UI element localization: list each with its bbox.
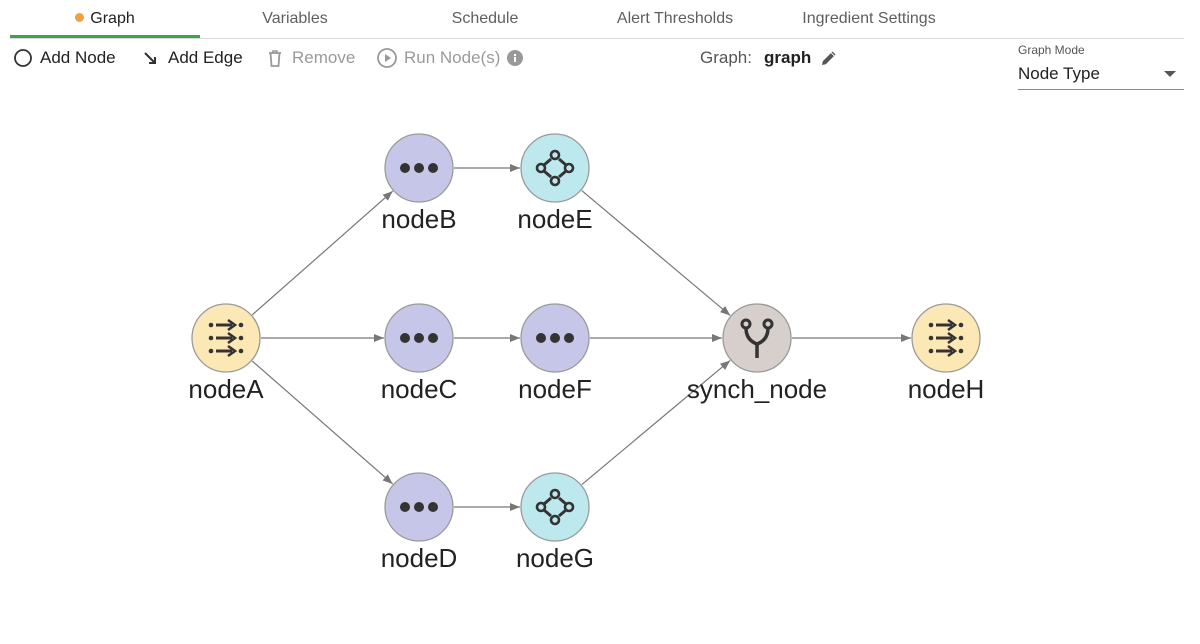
node-label: nodeA — [188, 374, 264, 404]
edge-nodeG-synch_node[interactable] — [581, 359, 731, 486]
run-nodes-label: Run Node(s) — [404, 48, 501, 67]
tab-schedule[interactable]: Schedule — [451, 10, 519, 27]
tab-divider — [10, 38, 1184, 39]
graph-name-value: graph — [763, 48, 812, 67]
tab-variables[interactable]: Variables — [262, 10, 328, 27]
node-label: nodeE — [517, 204, 592, 234]
graph-mode-label: Graph Mode — [1018, 43, 1085, 57]
edge-layer — [251, 164, 911, 511]
edge-nodeA-nodeD[interactable] — [251, 360, 394, 485]
ellipsis-icon — [400, 502, 438, 512]
pencil-icon[interactable] — [819, 48, 839, 68]
graph-node-nodeE[interactable]: nodeE — [517, 133, 593, 234]
edge-nodeE-synch_node[interactable] — [581, 190, 731, 316]
add-edge-button[interactable]: Add Edge — [140, 44, 243, 72]
node-label: nodeD — [381, 543, 458, 573]
trash-icon — [264, 47, 286, 69]
graph-name-label: Graph: — [700, 48, 752, 67]
remove-button[interactable]: Remove — [264, 44, 355, 72]
diamond-nodes-icon — [535, 149, 575, 187]
node-label: nodeB — [381, 204, 456, 234]
tab-label: Graph — [90, 10, 135, 27]
diamond-nodes-icon — [535, 488, 575, 526]
ellipsis-icon — [400, 333, 438, 343]
unsaved-dot-icon — [75, 13, 85, 22]
remove-label: Remove — [292, 48, 356, 67]
merge-icon — [740, 318, 774, 358]
tab-bar: Graph Variables Schedule Alert Threshold… — [0, 0, 1200, 40]
info-icon[interactable] — [504, 47, 526, 69]
node-layer: nodeA nodeB nodeC nodeD nodeE nodeF nodeG synch… — [188, 133, 985, 573]
play-circle-icon — [376, 47, 398, 69]
ellipsis-icon — [400, 163, 438, 173]
graph-node-nodeF[interactable]: nodeF — [518, 303, 592, 404]
graph-node-synch_node[interactable]: synch_node — [687, 303, 827, 404]
edge-nodeA-nodeB[interactable] — [251, 190, 394, 316]
chevron-down-icon — [1164, 71, 1176, 77]
active-tab-indicator — [10, 35, 200, 38]
node-circle[interactable] — [722, 303, 792, 373]
node-label: synch_node — [687, 374, 827, 404]
node-label: nodeH — [908, 374, 985, 404]
graph-mode-value: Node Type — [1018, 64, 1100, 83]
node-label: nodeC — [381, 374, 458, 404]
circle-icon — [12, 47, 34, 69]
graph-mode-select[interactable]: Graph Mode Node Type — [1018, 43, 1184, 90]
graph-node-nodeH[interactable]: nodeH — [908, 303, 985, 404]
ellipsis-icon — [536, 333, 574, 343]
stream-icon — [928, 318, 964, 358]
graph-node-nodeG[interactable]: nodeG — [516, 472, 594, 573]
graph-name: Graph: graph — [700, 44, 839, 72]
graph-node-nodeB[interactable]: nodeB — [381, 133, 457, 234]
node-circle[interactable] — [520, 133, 590, 203]
node-label: nodeF — [518, 374, 592, 404]
arrow-down-right-icon — [140, 47, 162, 69]
stream-icon — [208, 318, 244, 358]
add-node-label: Add Node — [40, 48, 116, 67]
run-nodes-button[interactable]: Run Node(s) — [376, 44, 526, 72]
add-edge-label: Add Edge — [168, 48, 243, 67]
graph-node-nodeC[interactable]: nodeC — [381, 303, 458, 404]
add-node-button[interactable]: Add Node — [12, 44, 116, 72]
graph-mode-dropdown[interactable]: Node Type — [1018, 63, 1184, 90]
graph-node-nodeA[interactable]: nodeA — [188, 303, 264, 404]
graph-node-nodeD[interactable]: nodeD — [381, 472, 458, 573]
node-circle[interactable] — [520, 472, 590, 542]
tab-alert-thresholds[interactable]: Alert Thresholds — [616, 10, 734, 27]
node-label: nodeG — [516, 543, 594, 573]
graph-canvas[interactable]: nodeA nodeB nodeC nodeD nodeE nodeF nodeG synch… — [0, 90, 1200, 644]
tab-ingredient-settings[interactable]: Ingredient Settings — [802, 10, 936, 27]
tab-graph[interactable]: Graph — [10, 0, 200, 38]
